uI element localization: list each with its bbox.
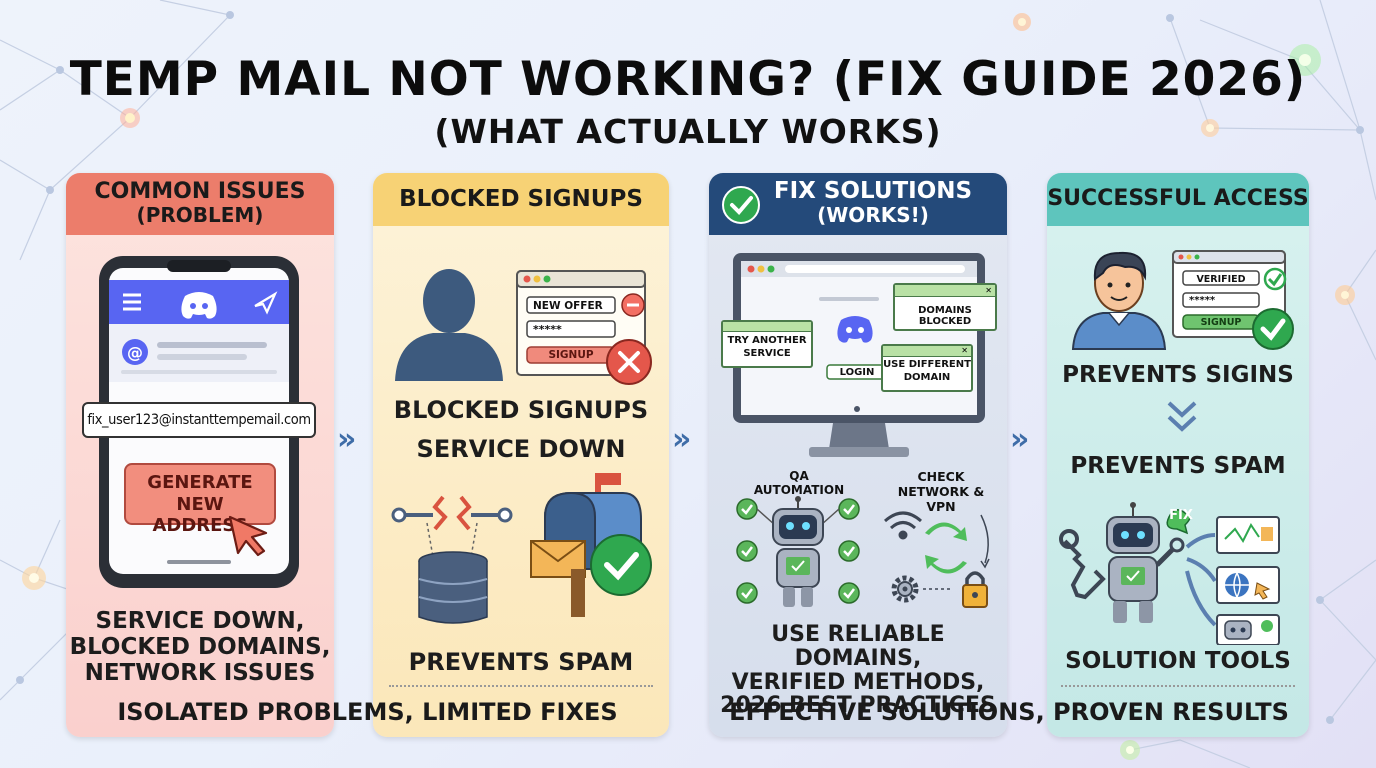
form-field-password: ***** — [1189, 295, 1216, 306]
form-field-verified: VERIFIED — [1196, 274, 1246, 285]
chevron-right-icon: » — [1010, 422, 1030, 457]
panel-blocked-signups: BLOCKED SIGNUPS NEW OFFER ***** SIGNUP B… — [373, 173, 669, 737]
signup-form-window — [516, 270, 652, 385]
check-circle-icon — [722, 186, 760, 224]
prevents-spam-text: PREVENTS SPAM — [408, 648, 634, 676]
menu-icon — [123, 293, 141, 311]
fix-reliable-domains: USE RELIABLE DOMAINS, — [771, 622, 945, 671]
check-network-vpn-label: CHECK NETWORK & VPN — [897, 469, 985, 514]
panel-header-common-issues: COMMON ISSUES (PROBLEM) — [66, 173, 334, 235]
footer-left-summary: ISOLATED PROBLEMS, LIMITED FIXES — [117, 698, 618, 726]
discord-logo-icon — [837, 316, 873, 343]
page-subtitle: (WHAT ACTUALLY WORKS) — [434, 112, 942, 151]
close-icon[interactable]: ✕ — [895, 285, 995, 297]
signup-button[interactable]: SIGNUP — [548, 349, 594, 361]
panel-successful-access: SUCCESSFUL ACCESS VERIFIED ***** SIGNUP … — [1047, 173, 1309, 737]
solution-tools-illustration — [1059, 502, 1280, 645]
user-avatar-icon — [1071, 251, 1167, 350]
qa-robot-illustration — [736, 496, 860, 607]
prevents-sigins-text: PREVENTS SIGINS — [1062, 362, 1294, 388]
network-vpn-illustration — [884, 511, 990, 608]
solution-tools-text: SOLUTION TOOLS — [1065, 648, 1291, 674]
fix-best-practices: 2026 BEST PRACTICES — [720, 693, 996, 719]
prevents-spam-text: PREVENTS SPAM — [1070, 453, 1286, 479]
wrench-icon — [1059, 529, 1106, 600]
popup-try-another-service: TRY ANOTHER SERVICE — [721, 320, 813, 368]
sync-icon — [925, 522, 967, 574]
wifi-icon — [884, 511, 922, 540]
lock-icon — [962, 571, 988, 608]
discord-logo-icon — [181, 292, 217, 319]
chevron-down-icon — [1167, 401, 1197, 432]
service-down-text: SERVICE DOWN — [416, 434, 626, 463]
panel-header-successful-access: SUCCESSFUL ACCESS — [1047, 173, 1309, 226]
verified-form-window — [1172, 250, 1294, 350]
mailbox-check-illustration — [530, 473, 652, 617]
globe-icon — [1225, 572, 1249, 598]
issue-network: NETWORK ISSUES — [84, 659, 316, 686]
panel-header-blocked-signups: BLOCKED SIGNUPS — [373, 173, 669, 226]
at-icon: @ — [127, 343, 143, 362]
gear-icon — [891, 575, 919, 603]
signup-button[interactable]: SIGNUP — [1200, 317, 1242, 328]
qa-automation-label: QA AUTOMATION — [753, 469, 845, 498]
popup-use-different-domain: ✕ USE DIFFERENT DOMAIN — [881, 344, 973, 392]
login-button[interactable]: LOGIN — [839, 367, 875, 378]
chevron-right-icon: » — [672, 422, 692, 457]
panel-fix-solutions: FIX SOLUTIONS (WORKS!) LOGIN ✕ DOMAINS B… — [709, 173, 1007, 737]
chevron-right-icon: » — [337, 422, 357, 457]
panel-common-issues: COMMON ISSUES (PROBLEM) @ fix_user123@in… — [66, 173, 334, 737]
issue-blocked-domains: BLOCKED DOMAINS, — [69, 633, 331, 660]
popup-domains-blocked: ✕ DOMAINS BLOCKED — [893, 283, 997, 331]
fix-verified-methods: VERIFIED METHODS, — [731, 669, 985, 695]
issue-service-down: SERVICE DOWN, — [95, 608, 305, 634]
page-title: TEMP MAIL NOT WORKING? (FIX GUIDE 2026) — [69, 52, 1307, 107]
panel-header-fix-solutions: FIX SOLUTIONS (WORKS!) — [709, 173, 1007, 235]
user-silhouette-icon — [395, 269, 503, 381]
form-field-new-offer: NEW OFFER — [533, 300, 603, 312]
fix-badge: FIX — [1169, 508, 1193, 523]
cursor-icon — [228, 515, 268, 557]
close-icon[interactable]: ✕ — [883, 346, 971, 357]
email-address-box[interactable]: fix_user123@instanttempemail.com — [82, 402, 316, 438]
generate-new-address-button[interactable]: GENERATE NEW ADDRESS — [124, 463, 276, 536]
form-field-password: ***** — [533, 323, 562, 336]
send-icon — [254, 291, 278, 315]
footer-right-summary: EFFECTIVE SOLUTIONS, PROVEN RESULTS — [729, 698, 1289, 726]
broken-database-illustration — [391, 495, 513, 624]
blocked-signups-text: BLOCKED SIGNUPS — [393, 396, 649, 424]
